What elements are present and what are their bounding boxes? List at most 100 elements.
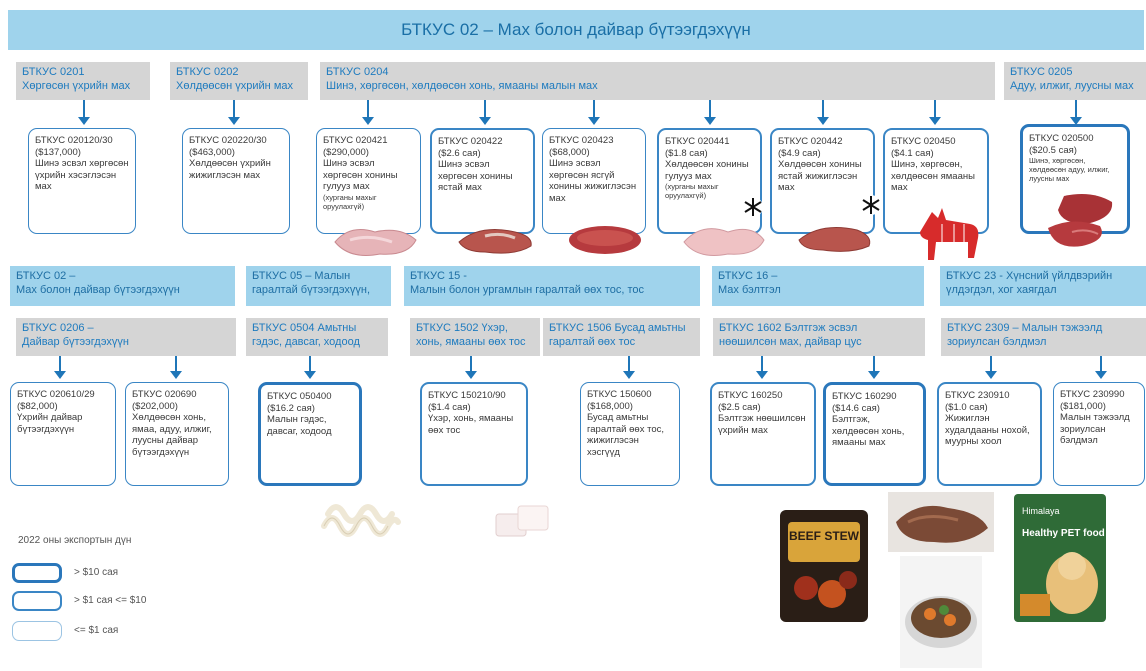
section-label: Мах болон дайвар бүтээгдэхүүн xyxy=(16,284,180,296)
legend-label-small: <= $1 сая xyxy=(74,625,119,636)
stew-bowl-image xyxy=(900,556,982,668)
header-0504: БТКУС 0504 Амьтны гэдэс, давсаг, ходоод xyxy=(246,318,388,356)
card-020610: БТКУС 020610/29 ($82,000) Үхрийн дайвар … xyxy=(10,382,116,486)
section-code: БТКУС 02 – xyxy=(16,270,76,282)
card-code: БТКУС 020120/30 xyxy=(35,135,113,146)
section-label: Малын болон ургамлын гаралтай өөх тос, т… xyxy=(410,284,644,296)
card-value: ($168,000) xyxy=(587,400,633,412)
card-code: БТКУС 020423 xyxy=(549,135,614,146)
meat-steak-image xyxy=(569,226,641,254)
card-code: БТКУС 050400 xyxy=(267,391,332,402)
goat-cuts-icon xyxy=(920,208,979,260)
card-020422: БТКУС 020422 ($2.6 сая) Шинэ эсвэл хөргө… xyxy=(430,128,535,234)
section-23: БТКУС 23 - Хүнсний үйлдвэрийн үлдэгдэл, … xyxy=(940,266,1146,306)
header-code: БТКУС 2309 – Малын тэжээлд xyxy=(947,322,1103,334)
header-label: хонь, ямааны өөх тос xyxy=(416,336,526,348)
header-0202: БТКУС 0202 Хөлдөөсөн үхрийн мах xyxy=(170,62,308,100)
section-label: Мах бэлтгэл xyxy=(718,284,781,296)
section-code: БТКУС 15 - xyxy=(410,270,467,282)
card-note: (хурганы махыг оруулахгүй) xyxy=(323,192,377,211)
snowflake-icon xyxy=(861,195,881,215)
legend-swatch-small xyxy=(12,621,62,641)
section-code: БТКУС 05 – Малын xyxy=(252,270,351,282)
diagram-title: БТКУС 02 – Мах болон дайвар бүтээгдэхүүн xyxy=(8,10,1144,50)
card-desc: Хөлдөөсөн үхрийн жижиглэсэн мах xyxy=(189,158,271,181)
card-020120: БТКУС 020120/30 ($137,000) Шинэ эсвэл хө… xyxy=(28,128,136,234)
card-230990: БТКУС 230990 ($181,000) Малын тэжээлд зо… xyxy=(1053,382,1145,486)
card-desc: Хөлдөөсөн хонь, ямаа, адуу, илжиг, луусн… xyxy=(132,412,212,458)
arrow-icon xyxy=(78,100,90,125)
header-label: гэдэс, давсаг, ходоод xyxy=(252,336,360,348)
lamb-carcass-image xyxy=(334,229,417,256)
card-020421: БТКУС 020421 ($290,000) Шинэ эсвэл хөргө… xyxy=(316,128,421,234)
arrow-icon xyxy=(1070,100,1082,125)
card-desc: Шинэ, хөргөсөн, хөлдөөсөн ямааны мах xyxy=(891,159,975,193)
arrow-icon xyxy=(465,356,477,379)
header-label: гаралтай өөх тос xyxy=(549,336,636,348)
header-code: БТКУС 0204 xyxy=(326,66,389,78)
card-code: БТКУС 020422 xyxy=(438,136,503,147)
header-2309: БТКУС 2309 – Малын тэжээлд зориулсан бэл… xyxy=(941,318,1146,356)
card-code: БТКУС 020610/29 xyxy=(17,389,95,400)
header-code: БТКУС 1602 Бэлтгэж эсвэл xyxy=(719,322,858,334)
card-code: БТКУС 160290 xyxy=(832,391,897,402)
section-15: БТКУС 15 - Малын болон ургамлын гаралтай… xyxy=(404,266,700,306)
arrow-icon xyxy=(704,100,716,125)
card-value: ($290,000) xyxy=(323,146,369,158)
card-code: БТКУС 020690 xyxy=(132,389,197,400)
arrow-icon xyxy=(985,356,997,379)
section-05: БТКУС 05 – Малын гаралтай бүтээгдэхүүн, xyxy=(246,266,391,306)
card-value: ($1.4 сая) xyxy=(428,401,471,413)
card-value: ($202,000) xyxy=(132,400,178,412)
card-desc: Бэлтгэж нөөшилсөн үхрийн мах xyxy=(718,413,806,436)
card-value: ($1.0 сая) xyxy=(945,401,988,413)
arrow-icon xyxy=(54,356,66,379)
header-1502: БТКУС 1502 Үхэр, хонь, ямааны өөх тос xyxy=(410,318,540,356)
card-value: ($16.2 сая) xyxy=(267,402,315,414)
card-desc: Жижиглэн худалдааны нохой, муурны хоол xyxy=(945,413,1030,447)
header-code: БТКУС 0205 xyxy=(1010,66,1073,78)
card-desc: Шинэ эсвэл хөргөсөн хонины гулууз мах xyxy=(323,158,398,192)
legend-swatch-large xyxy=(12,563,62,583)
legend-swatch-medium xyxy=(12,591,62,611)
header-label: нөөшилсөн мах, дайвар цус xyxy=(719,336,862,348)
header-1506: БТКУС 1506 Бусад амьтны гаралтай өөх тос xyxy=(543,318,700,356)
header-code: БТКУС 0202 xyxy=(176,66,239,78)
card-value: ($1.8 сая) xyxy=(665,147,708,159)
arrow-icon xyxy=(479,100,491,125)
section-code: БТКУС 23 - Хүнсний үйлдвэрийн xyxy=(946,270,1113,282)
card-code: БТКУС 230910 xyxy=(945,390,1010,401)
header-0206: БТКУС 0206 – Дайвар бүтээгдэхүүн xyxy=(16,318,236,356)
card-value: ($2.5 сая) xyxy=(718,401,761,413)
header-1602: БТКУС 1602 Бэлтгэж эсвэл нөөшилсөн мах, … xyxy=(713,318,925,356)
header-0204: БТКУС 0204 Шинэ, хөргөсөн, хөлдөөсөн хон… xyxy=(320,62,995,100)
section-code: БТКУС 16 – xyxy=(718,270,778,282)
card-code: БТКУС 150210/90 xyxy=(428,390,506,401)
stew-label: BEEF STEW xyxy=(789,529,860,543)
card-value: ($181,000) xyxy=(1060,400,1106,412)
card-desc: Бэлтгэж, хөлдөөсөн хонь, ямааны мах xyxy=(832,414,905,448)
arrow-icon xyxy=(170,356,182,379)
card-160250: БТКУС 160250 ($2.5 сая) Бэлтгэж нөөшилсө… xyxy=(710,382,816,486)
section-label: үлдэгдэл, хог хаягдал xyxy=(946,284,1057,296)
card-note: (хурганы махыг оруулахгүй) xyxy=(665,182,719,200)
pet-brand-label: Himalaya xyxy=(1022,506,1060,516)
card-150600: БТКУС 150600 ($168,000) Бусад амьтны гар… xyxy=(580,382,680,486)
pet-food-bag-image: Himalaya Healthy PET food xyxy=(1014,494,1106,622)
card-desc: Шинэ эсвэл хөргөсөн ясгүй хонины жижиглэ… xyxy=(549,158,637,204)
header-code: БТКУС 0504 Амьтны xyxy=(252,322,357,334)
tripe-casing-image xyxy=(321,504,401,537)
header-label: Хөлдөөсөн үхрийн мах xyxy=(176,80,293,92)
card-value: ($137,000) xyxy=(35,146,81,158)
arrow-icon xyxy=(756,356,768,379)
card-desc: Хөлдөөсөн хонины ястай жижиглэсэн мах xyxy=(778,159,862,193)
card-020690: БТКУС 020690 ($202,000) Хөлдөөсөн хонь, … xyxy=(125,382,229,486)
card-code: БТКУС 020220/30 xyxy=(189,135,267,146)
header-0201: БТКУС 0201 Хөргөсөн үхрийн мах xyxy=(16,62,150,100)
card-value: ($4.1 сая) xyxy=(891,147,934,159)
card-code: БТКУС 150600 xyxy=(587,389,652,400)
card-code: БТКУС 020421 xyxy=(323,135,388,146)
card-value: ($20.5 сая) xyxy=(1029,144,1077,156)
card-code: БТКУС 020442 xyxy=(778,136,843,147)
frozen-leg-image xyxy=(798,227,871,252)
